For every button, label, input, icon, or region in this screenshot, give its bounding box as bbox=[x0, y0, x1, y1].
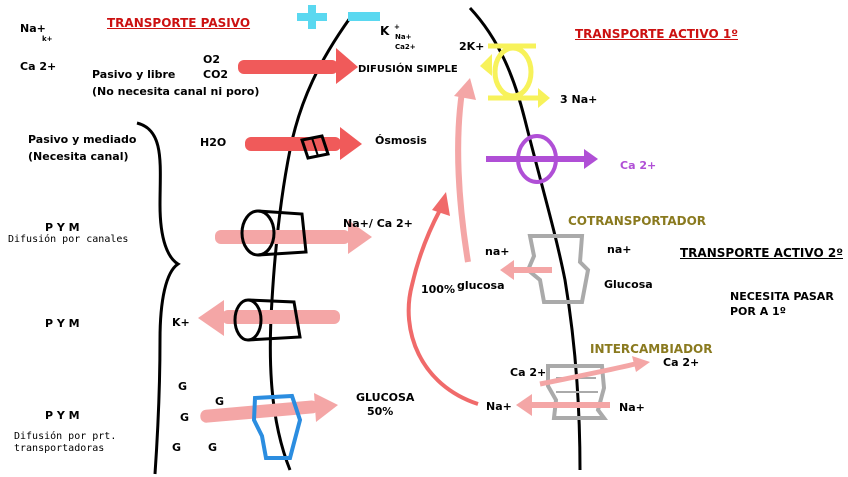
passive-free-note: (No necesita canal ni poro) bbox=[92, 85, 260, 98]
passive-mediated-note: (Necesita canal) bbox=[28, 150, 129, 163]
glucose-g-1: G bbox=[178, 380, 188, 393]
top-k-label: K bbox=[380, 24, 390, 38]
carriers-label-line2: transportadoras bbox=[14, 443, 105, 454]
potassium-out-label: K+ bbox=[172, 316, 190, 329]
pym-potassium-label: P Y M bbox=[45, 317, 80, 330]
cotransporter-icon bbox=[525, 234, 591, 304]
top-k-plus: + bbox=[394, 23, 400, 31]
simple-diffusion-label: DIFUSIÓN SIMPLE bbox=[358, 64, 458, 75]
potassium-channel-icon bbox=[233, 298, 302, 342]
requires-primary-line1: NECESITA PASAR bbox=[730, 290, 834, 303]
cotransporter-na-left: na+ bbox=[485, 245, 510, 258]
exchanger-na-arrow bbox=[516, 394, 610, 416]
primary-active-title: TRANSPORTE ACTIVO 1º bbox=[575, 27, 738, 41]
ion-channel-icon bbox=[240, 209, 308, 257]
glucose-transporter-icon bbox=[251, 393, 303, 460]
pump-3na-label: 3 Na+ bbox=[560, 93, 598, 106]
sodium-potassium-pump-icon bbox=[480, 43, 550, 108]
exchanger-na-right: Na+ bbox=[619, 401, 645, 414]
ion-na-label: Na+ bbox=[20, 22, 46, 35]
cyan-plus-marks bbox=[297, 5, 380, 29]
gas-o2-label: O2 bbox=[203, 53, 221, 66]
glucose-g-2: G bbox=[215, 395, 225, 408]
cotransporter-title: COTRANSPORTADOR bbox=[568, 214, 707, 228]
curly-brace bbox=[136, 121, 181, 475]
cotransporter-glucose-left: glucosa bbox=[457, 279, 505, 292]
exchanger-ca-right: Ca 2+ bbox=[663, 356, 700, 369]
pym-carriers-label: P Y M bbox=[45, 409, 80, 422]
glucose-g-5: G bbox=[208, 441, 218, 454]
glucose-g-4: G bbox=[172, 441, 182, 454]
requires-primary-line2: POR A 1º bbox=[730, 305, 786, 318]
carriers-label-line1: Difusión por prt. bbox=[14, 431, 117, 442]
ion-ca-label: Ca 2+ bbox=[20, 60, 57, 73]
passive-mediated-label: Pasivo y mediado bbox=[28, 133, 137, 146]
top-ca-small-label: Ca2+ bbox=[395, 43, 416, 51]
passive-free-label: Pasivo y libre bbox=[92, 68, 176, 81]
secondary-active-title: TRANSPORTE ACTIVO 2º bbox=[680, 246, 843, 260]
channel-arrow bbox=[215, 220, 372, 254]
channels-diffusion-label: Difusión por canales bbox=[8, 234, 129, 245]
glucose-arrow bbox=[200, 393, 338, 423]
exchanger-ca-arrow bbox=[539, 356, 650, 387]
simple-diffusion-arrow bbox=[238, 48, 358, 84]
cotransporter-glucose-right: Glucosa bbox=[604, 278, 653, 291]
water-label: H2O bbox=[200, 136, 227, 149]
calcium-pump-icon bbox=[486, 134, 598, 184]
calcium-pump-label: Ca 2+ bbox=[620, 159, 657, 172]
pump-2k-label: 2K+ bbox=[459, 40, 485, 53]
cotransporter-arrow bbox=[500, 260, 552, 280]
glucose-g-3: G bbox=[180, 411, 190, 424]
osmosis-label: Ósmosis bbox=[375, 134, 427, 147]
exchanger-recycle-arrow bbox=[406, 192, 479, 406]
exchanger-title: INTERCAMBIADOR bbox=[590, 342, 713, 356]
glucose-percent-label: 50% bbox=[367, 405, 394, 418]
na-recycle-arrow bbox=[454, 78, 476, 263]
top-na-small-label: Na+ bbox=[395, 33, 412, 41]
osmosis-arrow bbox=[245, 127, 362, 160]
gas-co2-label: CO2 bbox=[203, 68, 229, 81]
exchanger-na-left: Na+ bbox=[486, 400, 512, 413]
potassium-arrow bbox=[198, 300, 340, 336]
ion-k-sublabel: k+ bbox=[42, 35, 53, 43]
cotransporter-na-right: na+ bbox=[607, 243, 632, 256]
aquaporin-icon bbox=[300, 134, 330, 160]
channel-ions-label: Na+/ Ca 2+ bbox=[343, 217, 413, 230]
glucose-label: GLUCOSA bbox=[356, 391, 415, 404]
pym-channels-label: P Y M bbox=[45, 221, 80, 234]
exchanger-ca-left: Ca 2+ bbox=[510, 366, 547, 379]
passive-transport-title: TRANSPORTE PASIVO bbox=[107, 16, 251, 30]
glucose-100-label: 100% bbox=[421, 283, 455, 296]
